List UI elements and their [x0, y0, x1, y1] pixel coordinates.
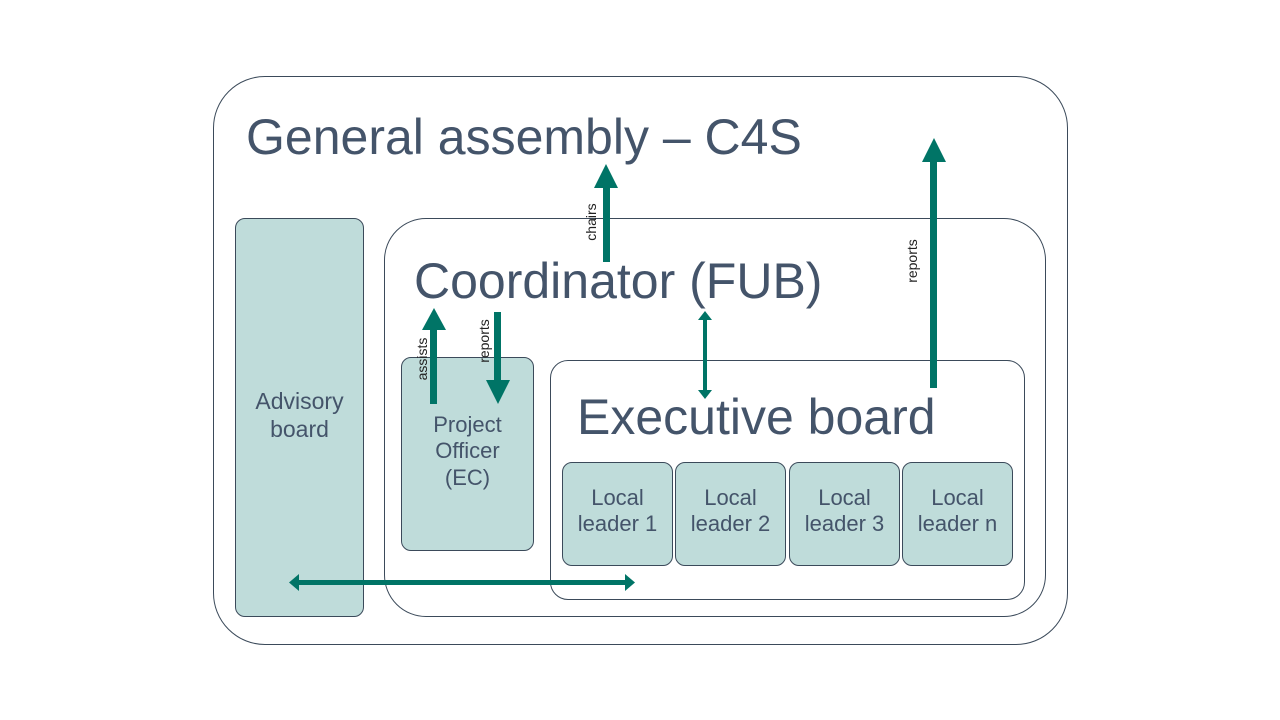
assists-label: assists [414, 337, 430, 381]
reports-arrow-to-assembly [922, 138, 946, 388]
local-leader-label: Local leader 2 [675, 485, 786, 538]
advisory-board-line2: board [270, 415, 329, 442]
local-leader-box [902, 462, 1013, 566]
reports-arrow-to-project-officer [486, 312, 510, 404]
reports-label-project-officer: reports [476, 319, 492, 363]
executive-board-title: Executive board [577, 389, 936, 445]
general-assembly-title: General assembly – C4S [246, 109, 802, 165]
chairs-arrow [594, 164, 618, 262]
local-leader-label: Local leader n [902, 485, 1013, 538]
project-officer-line2: Officer [435, 438, 500, 464]
reports-label-assembly: reports [904, 239, 920, 283]
project-officer-box [401, 357, 534, 551]
project-officer-label: Project Officer (EC) [401, 412, 534, 491]
local-leader-line1: Local [591, 485, 644, 510]
local-leader-line2: leader 2 [690, 511, 771, 537]
local-leader-line1: Local [818, 485, 871, 510]
coordinator-title: Coordinator (FUB) [414, 253, 823, 309]
coordinator-executive-double-arrow [698, 311, 712, 399]
assists-arrow [422, 308, 446, 404]
local-leader-box [562, 462, 673, 566]
project-officer-line3: (EC) [444, 464, 491, 490]
local-leader-line1: Local [931, 485, 984, 510]
local-leader-box [675, 462, 786, 566]
local-leader-line2: leader 3 [804, 511, 885, 537]
local-leader-label: Local leader 3 [789, 485, 900, 538]
project-officer-line1: Project [433, 412, 502, 437]
local-leader-line1: Local [704, 485, 757, 510]
local-leader-box [789, 462, 900, 566]
local-leader-line2: leader 1 [577, 511, 658, 537]
local-leader-line2: leader n [917, 511, 998, 537]
local-leader-label: Local leader 1 [562, 485, 673, 538]
advisory-board-label: Advisory board [235, 388, 364, 443]
advisory-board-box [235, 218, 364, 617]
advisory-executive-double-arrow [289, 574, 635, 591]
chairs-label: chairs [583, 203, 599, 241]
advisory-board-line1: Advisory [255, 388, 344, 414]
